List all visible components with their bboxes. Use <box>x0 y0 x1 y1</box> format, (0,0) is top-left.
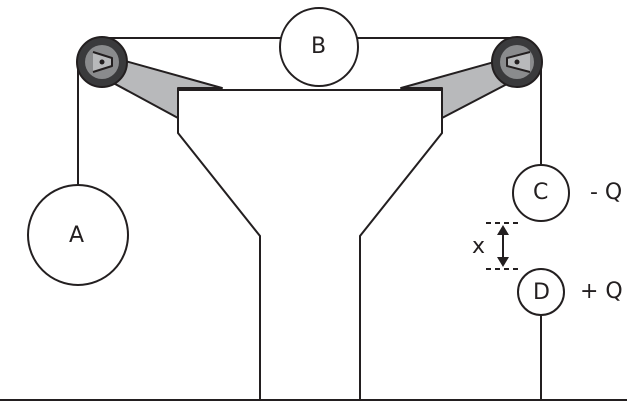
ball-a-label: A <box>69 223 85 248</box>
ball-c <box>512 164 570 222</box>
ball-b-label: B <box>311 34 327 59</box>
separation-arrow <box>497 225 509 267</box>
right-pulley <box>491 36 543 88</box>
charge-d-label: + Q <box>580 279 623 304</box>
separation-label: x <box>472 234 486 259</box>
ball-b <box>279 7 359 87</box>
ball-c-label: C <box>533 180 549 205</box>
charge-c-label: - Q <box>590 180 623 205</box>
ball-d <box>517 268 565 316</box>
ball-d-label: D <box>533 280 550 305</box>
ball-a <box>27 184 129 286</box>
left-pulley <box>76 36 128 88</box>
support-stand <box>177 89 443 401</box>
